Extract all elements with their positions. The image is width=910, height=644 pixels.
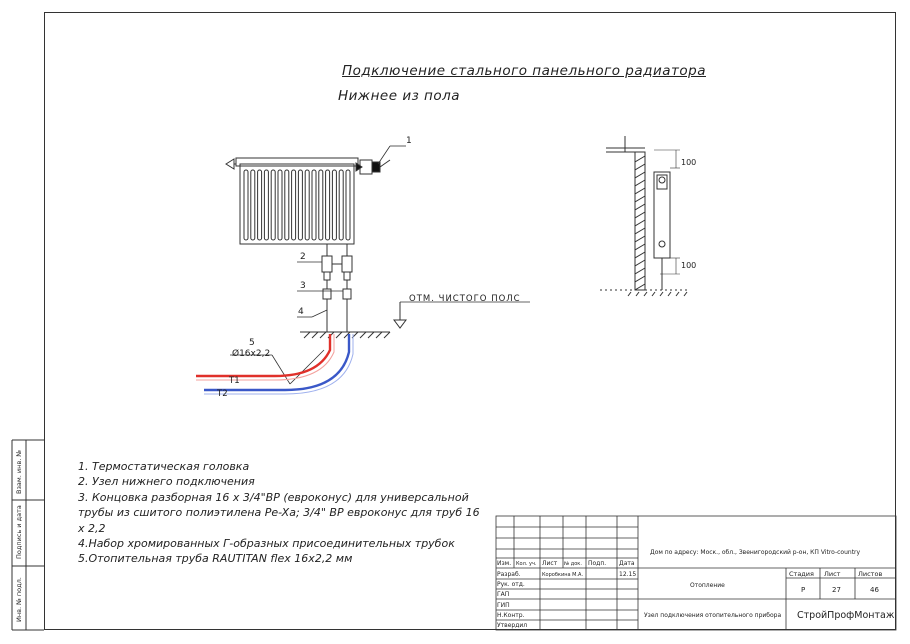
tb-sheet-title: Узел подключения отопительного прибора [644,612,781,619]
tb-col-list: Лист [542,560,558,567]
note-3c: x 2,2 [78,521,106,535]
side-label-vzam: Взам. инв. № [15,449,23,494]
note-3a: 3. Концовка разборная 16 x 3/4"ВР (еврок… [78,490,469,504]
drawing-title: Подключение стального панельного радиато… [342,63,706,79]
dim-bottom-label: 100 [681,261,696,270]
note-1: 1. Термостатическая головка [78,460,250,473]
dim-top-label: 100 [681,158,696,167]
tb-col-izm: Изм. [497,560,511,567]
tb-developer: Коробкина М.А. [542,572,583,578]
tb-project: Дом по адресу: Моск., обл., Звенигородск… [650,549,861,556]
note-5: 5.Отопительная труба RAUTITAN flex 16x2,… [78,552,353,566]
callout-2: 2 [300,252,306,262]
pipe-t1-label: T1 [228,376,240,386]
tb-role-5: Утвердил [497,622,527,629]
tb-role-4: Н.Контр. [497,612,525,619]
side-label-podpis: Подпись и дата [15,505,23,559]
callout-labels: 1 2 3 4 5 Ø16х2,2 ОТМ. ЧИСТОГО ПОЛС T1 T… [216,136,696,399]
side-label-inv: Инв. № подл. [15,577,23,622]
bottom-connection-valve [321,244,353,332]
tb-role-3: ГИП [497,602,510,609]
thermostatic-head-icon [355,159,391,175]
drawing-subtitle: Нижнее из пола [338,88,461,104]
note-3b: трубы из сшитого полиэтилена Pe-Xa; 3/4"… [78,506,480,520]
tb-role-1: Рук. отд. [497,581,525,588]
radiator-body [225,157,359,245]
tb-stage: Р [801,586,805,594]
note-2: 2. Узел нижнего подключения [78,475,255,489]
notes-list: 1. Термостатическая головка 2. Узел нижн… [78,459,488,567]
tb-col-doc: № док. [564,561,582,567]
pipe-size-label: Ø16х2,2 [232,348,270,359]
title-block-text: Изм. Кол. уч. Лист № док. Подп. Дата Раз… [497,549,895,629]
callout-1: 1 [406,136,412,146]
floor-line [300,301,530,339]
tb-col-kol: Кол. уч. [516,561,537,567]
pipe-t2-label: T2 [216,389,228,399]
tb-sheets-total: 46 [870,586,879,594]
note-4: 4.Набор хромированных Г-образных присоед… [78,537,455,551]
tb-sheet-no: 27 [832,586,841,594]
tb-company: СтройПрофМонтаж [797,610,895,621]
title-block [495,515,897,631]
tb-stage-header: Стадия [789,570,814,578]
side-view [600,136,690,297]
callout-5: 5 [249,338,255,348]
callout-3: 3 [300,281,306,291]
pipe-t1 [196,334,335,381]
callout-4: 4 [298,307,304,317]
tb-col-podp: Подп. [588,560,606,567]
tb-section: Отопление [690,582,725,589]
tb-sheets-header: Листов [858,570,882,578]
tb-col-date: Дата [619,560,635,567]
radiator-fins [243,169,351,241]
tb-date: 12.15 [619,571,636,578]
tb-role-2: ГАП [497,591,509,598]
tb-role-0: Разраб. [497,571,521,578]
pipe-t2 [204,334,354,395]
tb-sheet-header: Лист [824,570,841,578]
drawing-frame [44,12,896,630]
floor-level-label: ОТМ. ЧИСТОГО ПОЛС [409,294,521,304]
